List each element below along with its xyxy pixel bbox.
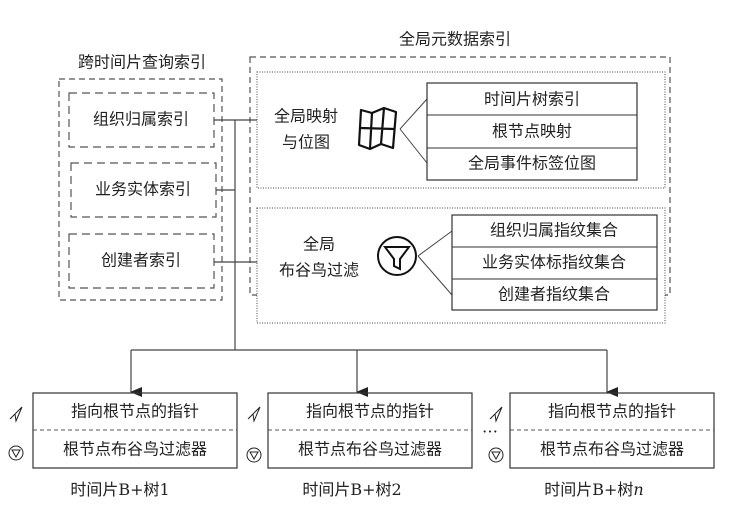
tree-pointer: 指向根节点的指针 (71, 402, 199, 421)
tree-filter: 根节点布谷鸟过滤器 (63, 440, 207, 459)
mapping-list (426, 82, 638, 181)
cuckoo-list (451, 214, 658, 311)
entity-index-label: 业务实体索引 (95, 180, 191, 199)
pointer-icon (489, 406, 503, 423)
map-icon (357, 106, 398, 151)
tree-label: 时间片B+树2 (302, 480, 401, 499)
tree-1: 指向根节点的指针 根节点布谷鸟过滤器 时间片B+树1 (8, 392, 238, 499)
tree-filter: 根节点布谷鸟过滤器 (540, 440, 684, 459)
connection-lines (130, 119, 618, 397)
mapping-box (256, 71, 666, 189)
tree-label: 时间片B+树1 (70, 480, 169, 499)
cuckoo-box (256, 207, 666, 324)
mapping-item: 全局事件标签位图 (468, 154, 596, 173)
pointer-icon (9, 406, 23, 423)
tree-n: 指向根节点的指针 根节点布谷鸟过滤器 时间片B+树n (488, 392, 715, 499)
org-index-label: 组织归属索引 (93, 110, 189, 129)
pointer-icon (247, 406, 261, 423)
mapping-item: 时间片树索引 (484, 90, 580, 109)
tree-2: 指向根节点的指针 根节点布谷鸟过滤器 时间片B+树2 (246, 392, 473, 499)
tree-filter: 根节点布谷鸟过滤器 (298, 440, 442, 459)
ellipsis: … (482, 418, 498, 437)
global-metadata-title: 全局元数据索引 (399, 30, 511, 49)
cross-slice-index-title: 跨时间片查询索引 (78, 53, 206, 72)
cuckoo-item: 组织归属指纹集合 (490, 221, 618, 240)
global-metadata-box (249, 56, 671, 296)
cuckoo-label-2: 布谷鸟过滤 (279, 261, 359, 280)
funnel-icon (377, 236, 417, 276)
mapping-label-2: 与位图 (282, 133, 330, 152)
filter-icon (246, 447, 262, 463)
creator-index-label: 创建者索引 (101, 251, 181, 270)
filter-icon (8, 445, 24, 461)
mapping-item: 根节点映射 (492, 122, 572, 141)
creator-index-box (68, 233, 215, 289)
cuckoo-item: 创建者指纹集合 (498, 285, 610, 304)
cuckoo-label-1: 全局 (303, 235, 335, 254)
cuckoo-item: 业务实体标指纹集合 (482, 253, 626, 272)
mapping-connector (399, 98, 428, 164)
mapping-label-1: 全局映射 (274, 107, 338, 126)
tree-pointer: 指向根节点的指针 (306, 402, 434, 421)
tree-pointer: 指向根节点的指针 (548, 402, 676, 421)
filter-icon (488, 447, 504, 463)
cuckoo-connector (417, 230, 453, 296)
tree-label: 时间片B+树n (544, 480, 643, 499)
